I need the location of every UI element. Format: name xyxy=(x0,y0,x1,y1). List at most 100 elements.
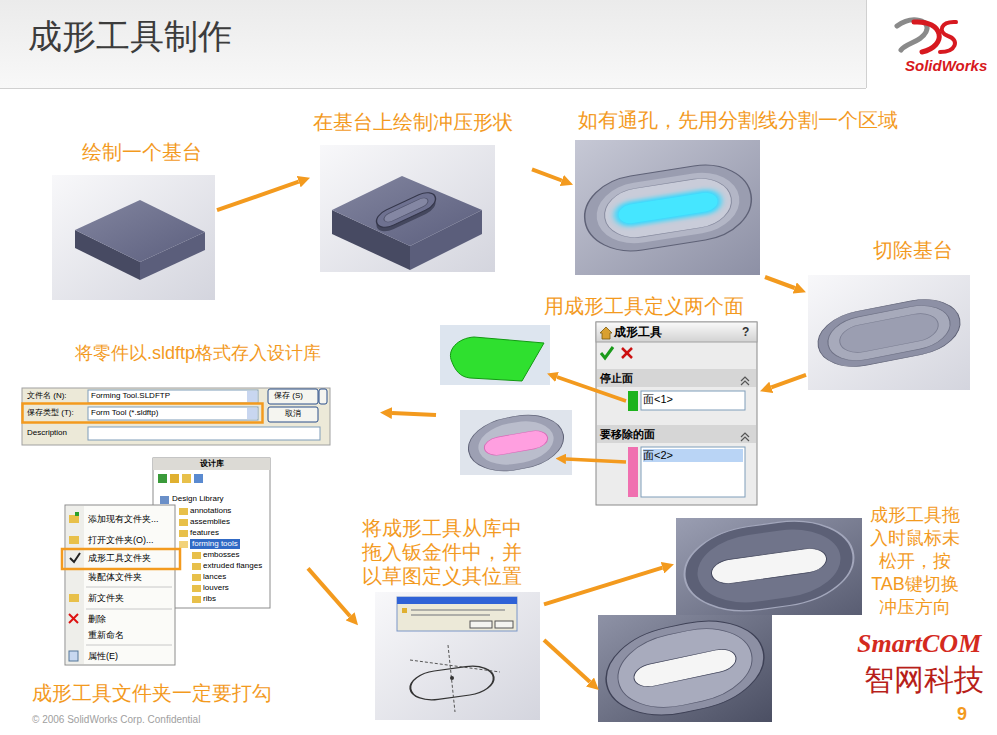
menu-item: 打开文件夹(O)... xyxy=(88,535,154,546)
split-line-render xyxy=(601,174,735,242)
split-line-render xyxy=(575,140,760,275)
menu-item: 属性(E) xyxy=(88,651,118,662)
step-box: 绘制一个基台 xyxy=(52,138,217,302)
step-caption: 在基台上绘制冲压形状 xyxy=(313,110,513,134)
save-dialog xyxy=(22,388,330,445)
design-library-panel: 设计库Design Libraryannotationsassembliesfe… xyxy=(153,458,270,608)
split-line-render xyxy=(617,191,719,225)
menu-item: 重新命名 xyxy=(88,630,124,641)
save-dialog xyxy=(22,388,330,445)
step-caption: 成形工具拖入时鼠标未松开，按TAB键切换冲压方向 xyxy=(866,504,964,619)
context-menu xyxy=(86,609,172,610)
result-recess-render xyxy=(679,513,859,620)
result-boss-render xyxy=(632,646,738,689)
panel-text: ? xyxy=(742,325,749,339)
design-library-panel xyxy=(192,574,201,581)
save-dialog xyxy=(88,407,258,420)
save-dialog xyxy=(247,391,257,402)
tree-item: 设计库 xyxy=(200,459,224,469)
dialog-text: 取消 xyxy=(285,409,301,419)
design-library-panel xyxy=(158,474,167,483)
context-menu xyxy=(75,512,79,516)
cut-base-render xyxy=(837,310,940,356)
property-panel xyxy=(628,391,638,411)
panel-text: 要移除的面 xyxy=(600,428,655,441)
result-recess-render xyxy=(676,513,862,620)
context-menu xyxy=(62,505,180,665)
design-library-panel xyxy=(192,563,201,570)
dialog-text: 文件名 (N): xyxy=(27,391,67,401)
result-boss-render xyxy=(598,609,773,727)
save-step-box: 将零件以.sldftp格式存入设计库文件名 (N):Forming Tool.S… xyxy=(20,340,380,448)
place-tool-render xyxy=(408,663,495,703)
place-tool-render xyxy=(410,660,500,672)
property-panel xyxy=(600,327,612,339)
context-menu xyxy=(69,614,78,623)
property-panel xyxy=(596,322,757,505)
slide-title: 成形工具制作 xyxy=(28,16,232,57)
flow-arrow xyxy=(765,277,795,288)
stop-face-render xyxy=(440,325,550,385)
property-panel xyxy=(601,347,613,358)
design-library-panel xyxy=(192,552,201,559)
base-block-render xyxy=(52,175,215,300)
place-tool-render xyxy=(408,663,495,703)
result-boss-render xyxy=(598,609,773,727)
step-group: 用成形工具定义两个面成形工具?停止面面<1>要移除的面面<2> xyxy=(436,292,760,508)
base-block-render xyxy=(75,200,205,262)
property-panel xyxy=(597,369,756,387)
result-boss-render xyxy=(611,619,759,718)
context-menu xyxy=(69,515,79,523)
step-caption: 切除基台 xyxy=(873,238,953,262)
flow-arrow xyxy=(544,568,663,605)
result-boss-render xyxy=(598,609,773,727)
cut-base-render xyxy=(824,300,954,366)
company-logo: SmartCOM xyxy=(857,628,981,659)
context-menu xyxy=(69,594,79,602)
property-panel: 成形工具?停止面面<1>要移除的面面<2> xyxy=(596,322,758,506)
context-menu xyxy=(65,505,175,665)
header-band xyxy=(0,0,866,88)
tree-item: forming tools xyxy=(190,539,240,549)
design-library-panel xyxy=(160,496,169,504)
property-panel xyxy=(622,348,632,358)
split-line-render xyxy=(575,140,760,275)
logo-text: SolidWorks xyxy=(905,57,987,75)
place-tool-render xyxy=(397,597,517,631)
step-box: 在基台上绘制冲压形状 xyxy=(310,108,532,274)
step-caption: 用成形工具定义两个面 xyxy=(544,294,744,318)
result-recess-render xyxy=(679,513,859,620)
dialog-text: Forming Tool.SLDFTP xyxy=(91,391,170,401)
design-library-panel xyxy=(179,530,188,537)
design-library-panel xyxy=(192,585,201,592)
save-dialog xyxy=(23,404,263,423)
place-tool-render xyxy=(397,597,517,604)
stop-face-render xyxy=(440,325,550,385)
step-box: 将成形工具从库中拖入钣金件中，并以草图定义其位置 xyxy=(358,514,544,724)
context-menu xyxy=(69,651,78,661)
design-library-panel xyxy=(192,596,201,603)
remove-face-render xyxy=(460,409,572,478)
remove-face-render xyxy=(464,409,568,478)
step-caption: 将成形工具从库中拖入钣金件中，并以草图定义其位置 xyxy=(362,516,534,588)
property-panel xyxy=(597,425,756,443)
property-panel xyxy=(641,391,745,410)
cut-base-render xyxy=(813,292,965,373)
context-menu: 添加现有文件夹...打开文件夹(O)...成形工具文件夹装配体文件夹新文件夹删除… xyxy=(65,505,175,665)
panel-text: 面<1> xyxy=(643,393,673,406)
menu-item: 装配体文件夹 xyxy=(88,572,142,583)
property-panel xyxy=(641,447,745,497)
leader-arrow xyxy=(566,459,626,462)
design-library-panel xyxy=(182,474,191,483)
header-band xyxy=(866,0,867,88)
solidworks-logo xyxy=(897,20,956,52)
solidworks-logo xyxy=(914,22,939,52)
page-number: 9 xyxy=(957,704,967,726)
place-tool-render xyxy=(411,609,505,611)
place-tool-render xyxy=(402,608,407,613)
split-line-render xyxy=(613,187,723,228)
tree-item: extruded flanges xyxy=(203,561,262,571)
remove-face-render xyxy=(483,429,549,458)
place-tool-render xyxy=(375,592,540,720)
